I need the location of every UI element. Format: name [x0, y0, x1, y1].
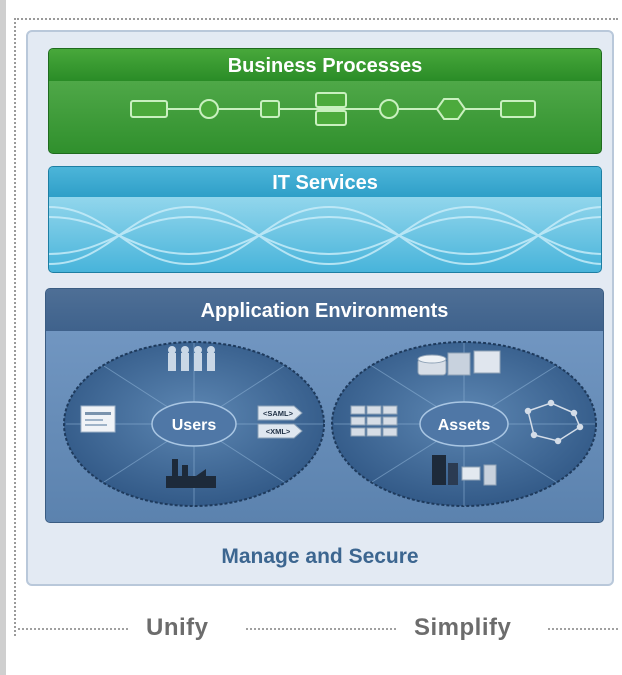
form-icon: [80, 405, 116, 433]
saml-tag: <SAML>: [263, 409, 294, 418]
dotted-frame-left: [14, 18, 16, 636]
assets-label: Assets: [438, 417, 491, 434]
business-processes-title: Business Processes: [49, 49, 601, 81]
application-environments-title: Application Environments: [46, 289, 603, 331]
unify-label: Unify: [146, 614, 209, 641]
it-services-body: [49, 197, 601, 272]
process-flow-icon: [130, 92, 536, 126]
footer-band: Unify Simplify: [0, 608, 622, 648]
footer-dotted-line-left: [18, 628, 128, 630]
manage-and-secure-label: Manage and Secure: [221, 545, 419, 568]
workstation-icon: [432, 455, 497, 486]
users-ellipse: [63, 341, 325, 507]
dna-helix-icon: [49, 205, 601, 266]
database-icon: [417, 350, 501, 376]
it-services-title: IT Services: [49, 167, 601, 197]
left-edge-bar: [0, 0, 6, 675]
people-icon: [168, 346, 215, 371]
users-label: Users: [172, 417, 217, 434]
assets-ellipse: [331, 341, 597, 507]
factory-icon: [166, 459, 216, 488]
xml-tag: <XML>: [266, 427, 291, 436]
simplify-label: Simplify: [414, 614, 512, 641]
business-processes-layer: Business Processes: [48, 48, 602, 154]
footer-dotted-line-middle: [246, 628, 396, 630]
application-environments-layer: Application Environments Users: [45, 288, 604, 523]
network-icon: [524, 399, 584, 445]
application-environments-body: Users <SAML> <XML>: [46, 331, 603, 522]
saml-xml-tags-icon: [257, 405, 303, 439]
business-processes-body: [49, 81, 601, 153]
it-services-layer: IT Services: [48, 166, 602, 273]
dotted-frame-top: [14, 18, 618, 20]
footer-dotted-line-right: [548, 628, 618, 630]
ellipses-diagram: Users <SAML> <XML>: [63, 341, 597, 507]
server-icon: [350, 405, 398, 437]
